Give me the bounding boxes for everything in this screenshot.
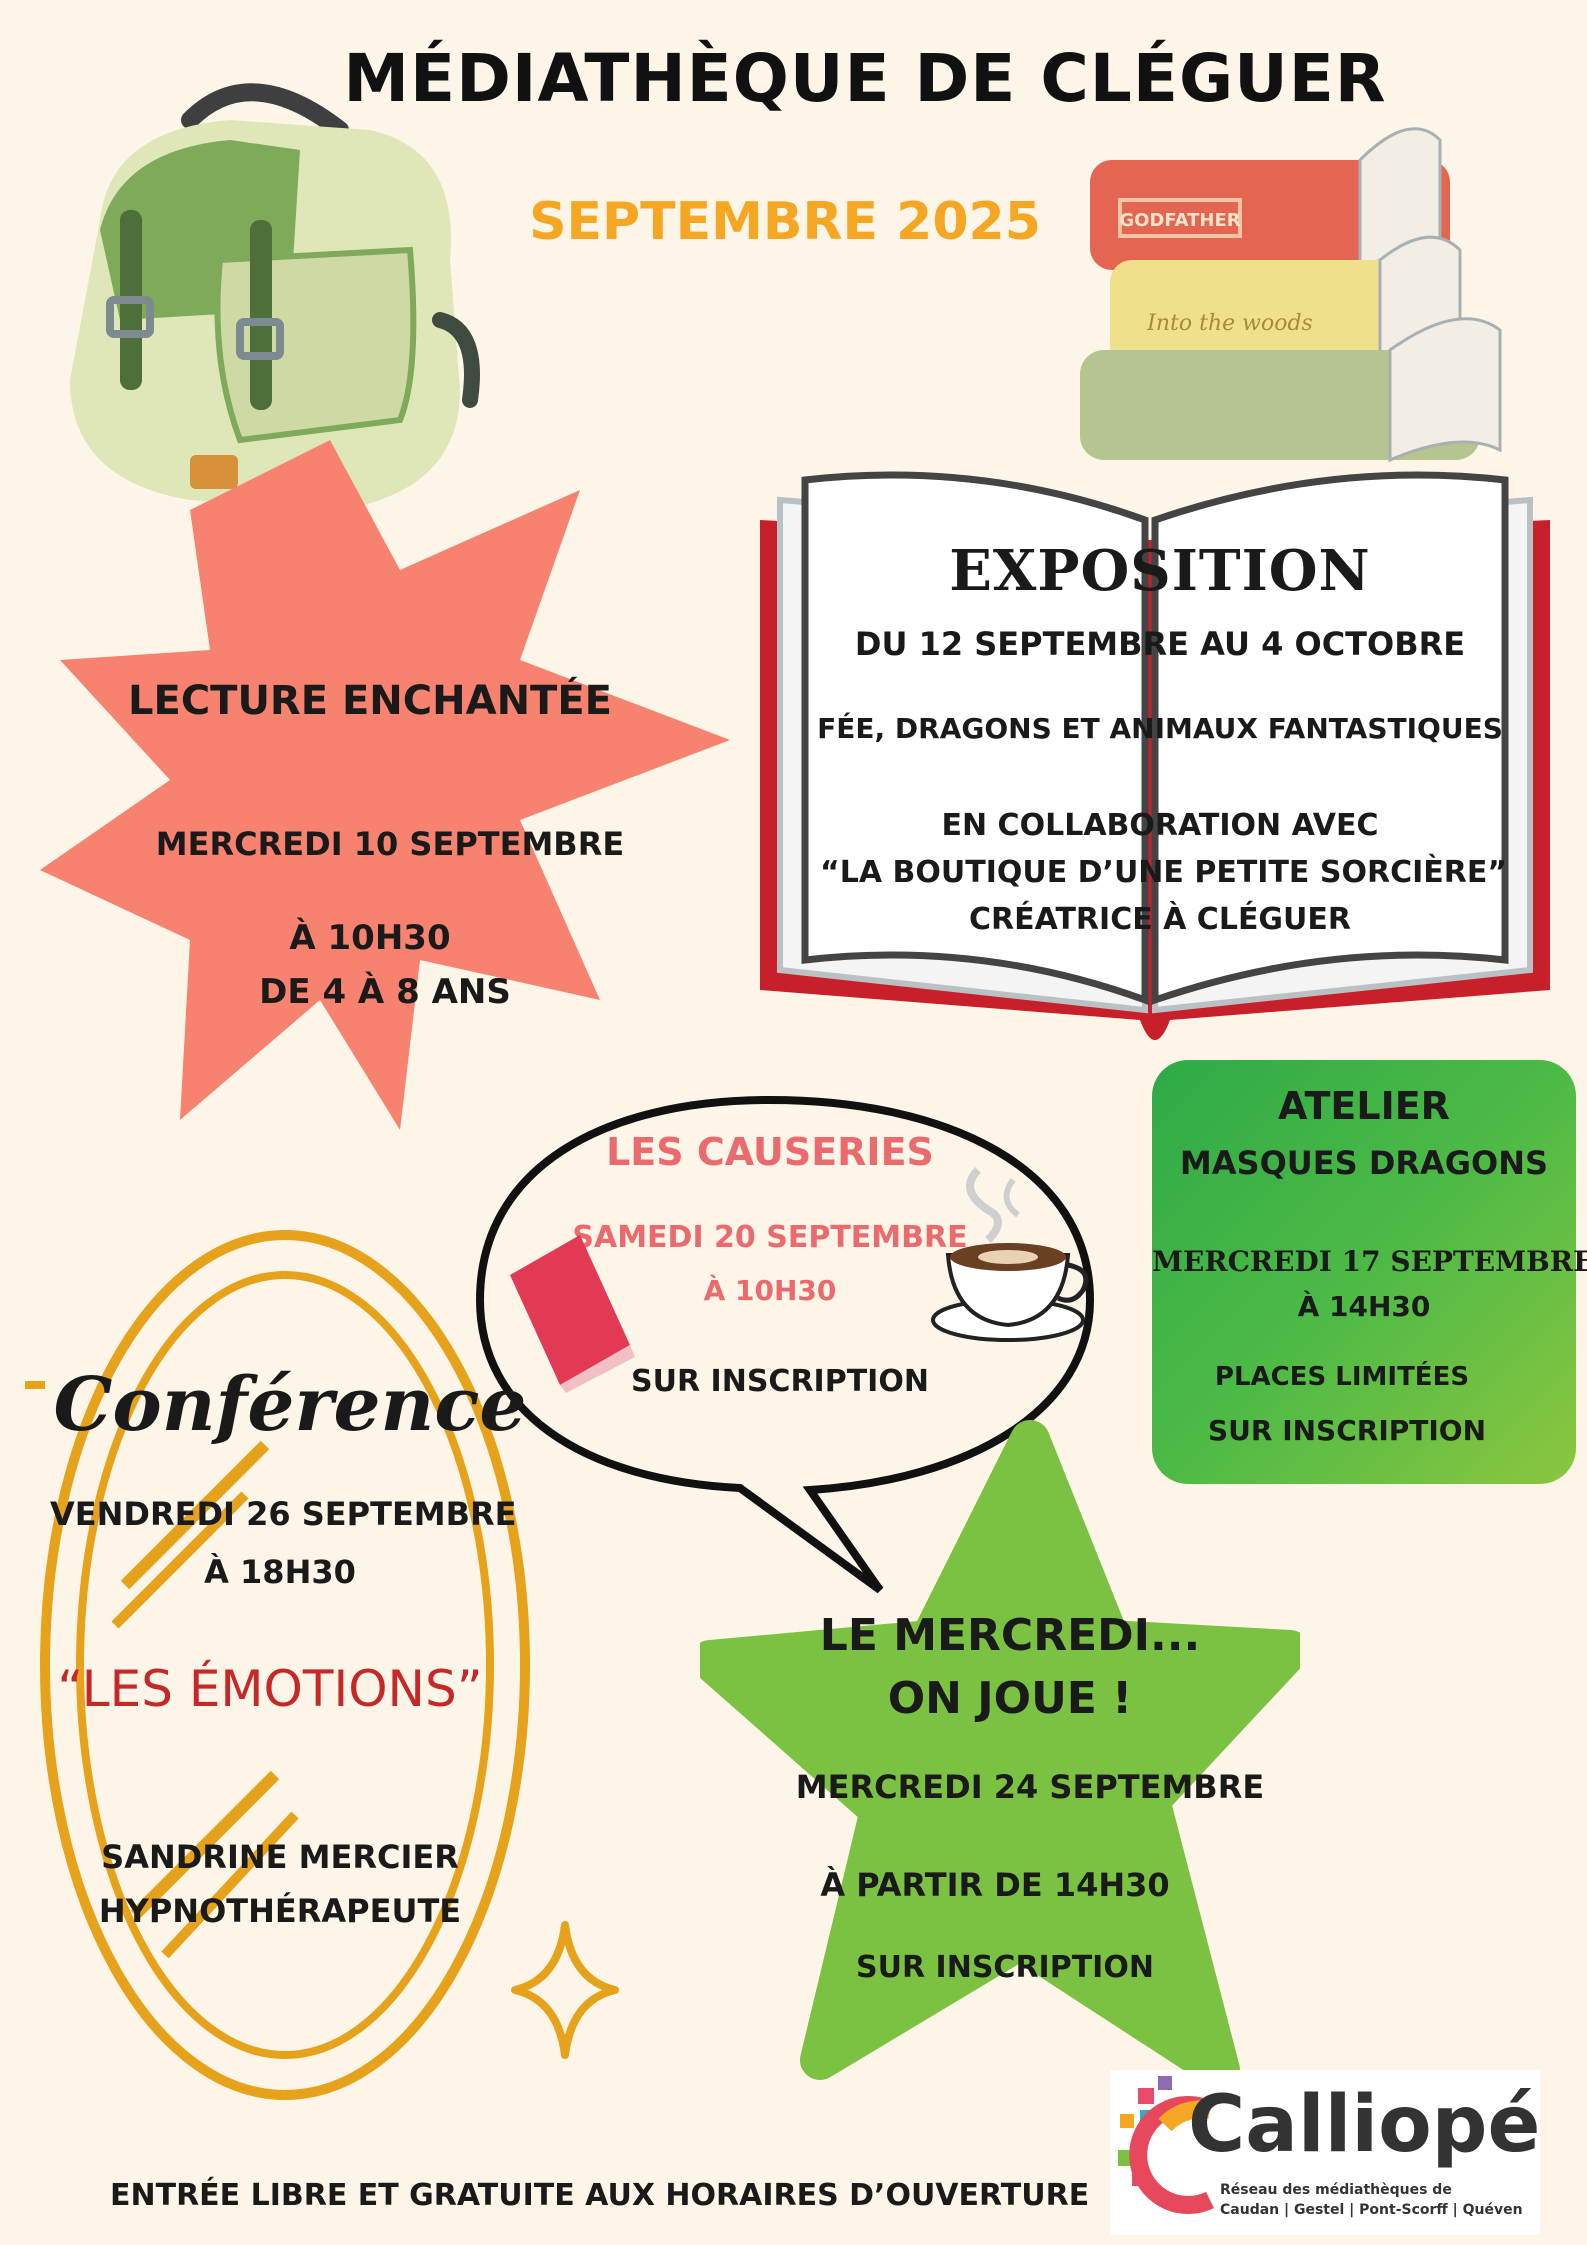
jeux-title-2: ON JOUE ! [887, 1673, 1133, 1724]
page-subtitle: SEPTEMBRE 2025 [529, 192, 1041, 252]
causeries-inscription: SUR INSCRIPTION [631, 1364, 929, 1399]
lecture-starburst [40, 440, 730, 1130]
logo-pixels-icon [1118, 2076, 1214, 2214]
exposition-collab-3: CRÉATRICE À CLÉGUER [968, 902, 1352, 937]
green-star [700, 1420, 1300, 2090]
atelier-inscription: SUR INSCRIPTION [1207, 1414, 1487, 1447]
sparkle-icon [511, 1921, 619, 2059]
atelier-date: MERCREDI 17 SEPTEMBRE [1152, 1245, 1587, 1278]
conference-topic: “LES ÉMOTIONS” [57, 1660, 483, 1718]
causeries-date: SAMEDI 20 SEPTEMBRE [572, 1220, 968, 1255]
red-book-icon [510, 1235, 635, 1393]
atelier-places: PLACES LIMITÉES [1214, 1362, 1470, 1392]
jeux-date: MERCREDI 24 SEPTEMBRE [795, 1768, 1265, 1806]
book2-label: Into the woods [1146, 311, 1313, 336]
conference-speaker: SANDRINE MERCIER [101, 1838, 459, 1876]
jeux-time: À PARTIR DE 14H30 [820, 1866, 1170, 1904]
books-stack-illustration: GODFATHER Into the woods [1080, 127, 1502, 463]
backpack-illustration [70, 83, 480, 510]
conference-ring [25, 1230, 530, 2100]
lecture-time: À 10H30 [289, 918, 451, 958]
atelier-title: ATELIER [1278, 1084, 1450, 1128]
page-title: MÉDIATHÈQUE DE CLÉGUER [343, 40, 1387, 117]
conference-date: VENDREDI 26 SEPTEMBRE [50, 1495, 517, 1533]
footer-text: ENTRÉE LIBRE ET GRATUITE AUX HORAIRES D’… [110, 2178, 1090, 2213]
book1-label: GODFATHER [1119, 210, 1240, 231]
causeries-time: À 10H30 [703, 1274, 837, 1307]
atelier-time: À 14H30 [1297, 1290, 1431, 1323]
exposition-theme: FÉE, DRAGONS ET ANIMAUX FANTASTIQUES [817, 712, 1503, 745]
jeux-inscription: SUR INSCRIPTION [856, 1950, 1154, 1985]
logo-tagline-2: Caudan | Gestel | Pont-Scorff | Quéven [1220, 2202, 1523, 2218]
causeries-title: LES CAUSERIES [606, 1130, 934, 1174]
speech-bubble [475, 1095, 1095, 1594]
logo-name: Calliopé [1188, 2080, 1541, 2170]
coffee-cup-icon [931, 1167, 1089, 1342]
calliope-logo: Calliopé Réseau des médiathèques de Caud… [1110, 2070, 1540, 2235]
lecture-title: LECTURE ENCHANTÉE [128, 678, 612, 724]
exposition-collab-1: EN COLLABORATION AVEC [941, 808, 1379, 843]
exposition-title: EXPOSITION [949, 538, 1371, 604]
lecture-ages: DE 4 À 8 ANS [259, 972, 511, 1012]
lecture-date: MERCREDI 10 SEPTEMBRE [155, 825, 625, 863]
exposition-collab-2: “LA BOUTIQUE D’UNE PETITE SORCIÈRE” [820, 855, 1508, 890]
conference-time: À 18H30 [204, 1553, 356, 1591]
conference-title: Conférence [53, 1362, 527, 1448]
jeux-title-1: LE MERCREDI... [819, 1610, 1201, 1661]
exposition-dates: DU 12 SEPTEMBRE AU 4 OCTOBRE [854, 625, 1466, 663]
open-book-illustration [760, 471, 1550, 1040]
conference-role: HYPNOTHÉRAPEUTE [98, 1892, 462, 1930]
atelier-subtitle: MASQUES DRAGONS [1179, 1144, 1549, 1182]
logo-tagline-1: Réseau des médiathèques de [1220, 2182, 1452, 2198]
atelier-box [1152, 1060, 1576, 1484]
